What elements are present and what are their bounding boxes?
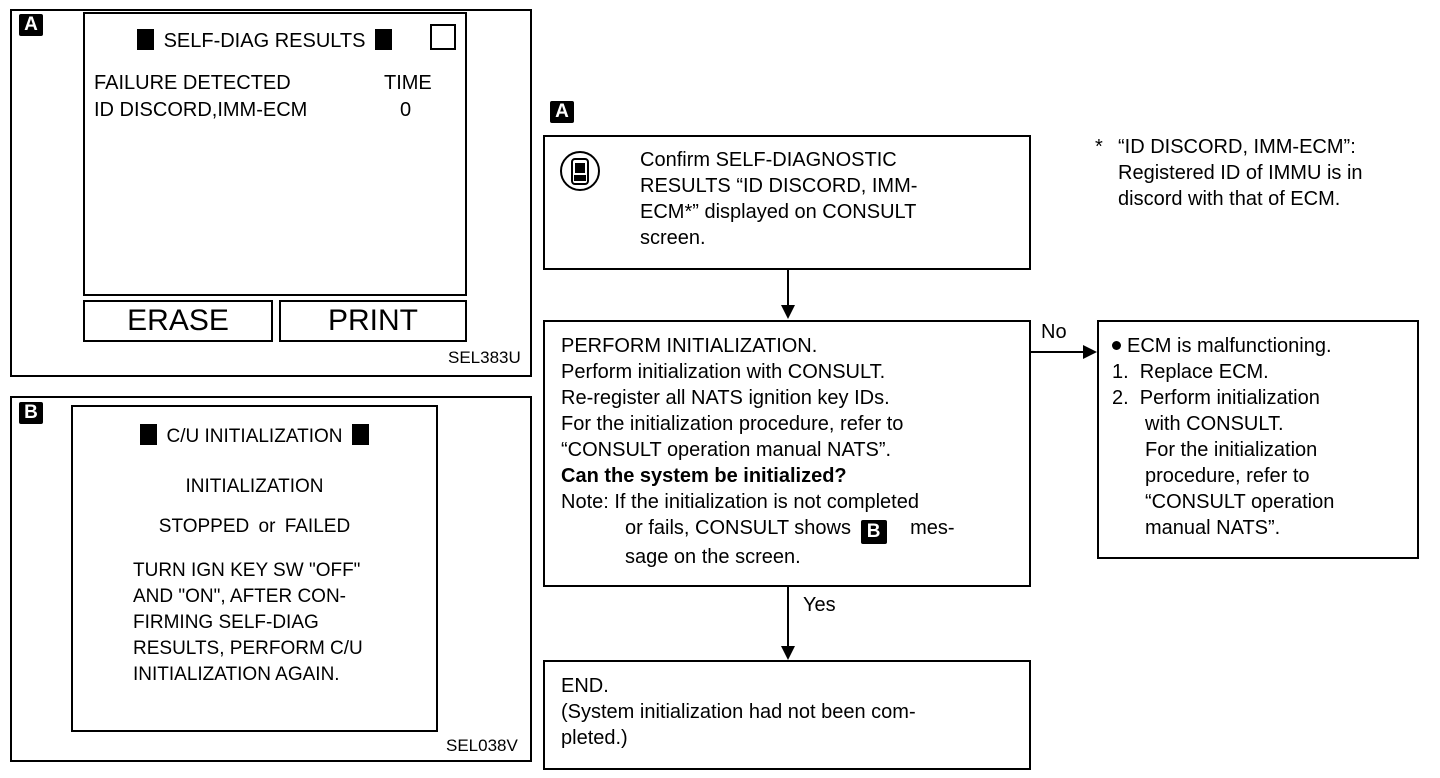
initialization-step-box [543,320,1031,587]
footnote-line: “ID DISCORD, IMM-ECM”: [1118,136,1356,158]
step2-question: Can the system be initialized? [561,465,847,487]
erase-label: ERASE [127,304,229,337]
time-header: TIME [384,72,432,94]
step1-line: ECM*” displayed on CONSULT [640,201,917,223]
failure-detected-header: FAILURE DETECTED [94,72,291,94]
step2-line: Perform initialization with CONSULT. [561,361,886,383]
item2-line: procedure, refer to [1145,465,1310,487]
flow-tag: A [550,101,574,123]
initialization-message: TURN IGN KEY SW "OFF" AND "ON", AFTER CO… [133,558,363,688]
panel-a-code: SEL383U [448,348,521,367]
message-line: FIRMING SELF-DIAG [133,612,319,633]
message-line: AND "ON", AFTER CON- [133,586,346,607]
panel-a [10,9,532,377]
end-line: (System initialization had not been com- [561,701,916,723]
erase-button[interactable]: ERASE [83,300,273,342]
initialization-step-text: PERFORM INITIALIZATION. Perform initiali… [561,333,955,570]
end-line: END. [561,675,609,697]
item2-line: manual NATS”. [1145,517,1281,539]
title-block-icon [375,29,393,50]
failure-item: ID DISCORD,IMM-ECM [94,99,308,121]
confirm-step-box [543,135,1031,270]
item2-line: with CONSULT. [1145,413,1284,435]
panel-b [10,396,532,762]
end-text: END. (System initialization had not been… [561,673,916,751]
step1-line: screen. [640,227,706,249]
print-label: PRINT [328,304,418,337]
message-line: TURN IGN KEY SW "OFF" [133,560,361,581]
message-line: INITIALIZATION AGAIN. [133,664,340,685]
item1: 1. Replace ECM. [1112,361,1269,383]
step2-line: For the initialization procedure, refer … [561,413,904,435]
step2-line: “CONSULT operation manual NATS”. [561,439,892,461]
bullet-icon [1112,341,1121,350]
panel-a-tag: A [19,14,43,36]
checkbox-icon [430,24,456,50]
item2-line: For the initialization [1145,439,1318,461]
initialization-screen [71,405,438,732]
arrowhead [781,305,795,319]
footnote-text: “ID DISCORD, IMM-ECM”: Registered ID of … [1118,134,1363,212]
title-block-icon [351,424,369,445]
print-button[interactable]: PRINT [279,300,467,342]
self-diag-title-text: SELF-DIAG RESULTS [163,30,366,52]
ecm-malfunction-box [1097,320,1419,559]
step1-line: RESULTS “ID DISCORD, IMM- [640,175,918,197]
confirm-step-text: Confirm SELF-DIAGNOSTIC RESULTS “ID DISC… [640,147,917,251]
step2-note-line2: or fails, CONSULT shows B mes- [561,515,955,544]
bullet-line: ECM is malfunctioning. [1112,333,1334,359]
panel-b-code: SEL038V [446,736,518,755]
step2-line: Re-register all NATS ignition key IDs. [561,387,890,409]
end-box [543,660,1031,770]
step2-note-line1: Note: If the initialization is not compl… [561,491,919,513]
step2-line: PERFORM INITIALIZATION. [561,335,818,357]
initialization-line1: INITIALIZATION [185,476,324,497]
yes-label: Yes [803,594,836,616]
footnote-star: * [1095,136,1103,158]
self-diag-screen [83,12,467,296]
footnote-line: Registered ID of IMMU is in [1118,162,1363,184]
self-diag-title: SELF-DIAG RESULTS [137,27,393,55]
arrowhead [781,646,795,660]
consult-device-icon-svg [560,151,600,191]
step1-line: Confirm SELF-DIAGNOSTIC [640,149,897,171]
consult-device-icon [559,150,601,192]
panel-b-tag: B [19,402,43,424]
step2-note-line3: sage on the screen. [625,546,801,568]
initialization-title: C/U INITIALIZATION [71,424,438,450]
message-line: RESULTS, PERFORM C/U [133,638,363,659]
end-line: pleted.) [561,727,628,749]
no-label: No [1041,321,1067,343]
arrowhead [1083,345,1097,359]
footnote-line: discord with that of ECM. [1118,188,1341,210]
ecm-malfunction-text: ECM is malfunctioning. 1. Replace ECM. 2… [1112,333,1334,541]
item2-line: “CONSULT operation [1145,491,1335,513]
bullet-text: ECM is malfunctioning. [1127,335,1332,357]
item2-line: 2. Perform initialization [1112,387,1320,409]
initialization-line2: STOPPED or FAILED [158,516,351,537]
note-b-tag: B [860,520,887,544]
title-block-icon [140,424,158,445]
failure-time: 0 [400,99,412,121]
note-line2-pre: or fails, CONSULT shows [625,517,851,539]
note-line2-post: mes- [910,517,955,539]
title-block-icon [137,29,154,50]
initialization-title-text: C/U INITIALIZATION [166,426,343,447]
